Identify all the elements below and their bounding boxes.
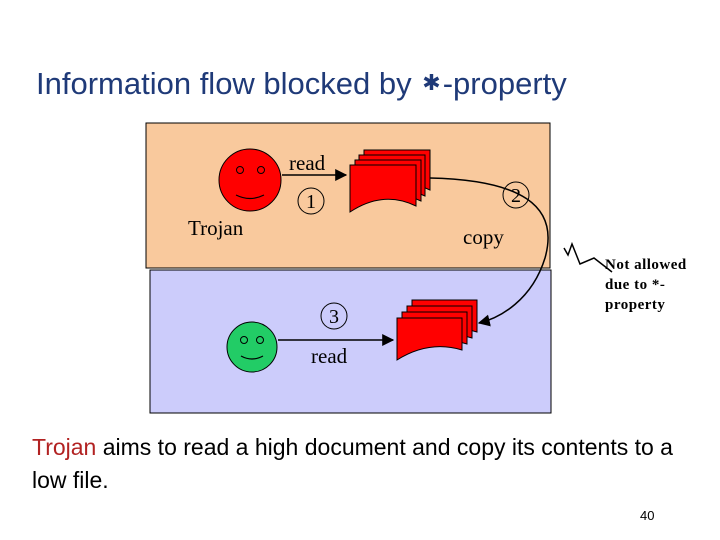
step-1-marker: 1 (297, 187, 325, 215)
slide-caption: Trojan aims to read a high document and … (32, 431, 692, 497)
low-read-label: read (311, 344, 348, 368)
caption-text: aims to read a high document and copy it… (32, 434, 673, 493)
trojan-label: Trojan (188, 216, 244, 240)
low-level-region (149, 269, 552, 414)
low-subject-face-icon (226, 321, 278, 373)
blocked-note: Not allowed due to *-property (605, 257, 687, 313)
page-number: 40 (640, 508, 655, 523)
caption-accent-word: Trojan (32, 434, 97, 460)
step-3-label: 3 (329, 306, 339, 328)
high-read-label: read (289, 151, 326, 175)
blocked-squiggle-icon (563, 241, 613, 273)
copy-arrow (429, 177, 549, 327)
high-document-stack-icon (349, 149, 431, 213)
title-suffix: -property (442, 66, 567, 101)
slide-title: Information flow blocked by ✱-property (36, 66, 567, 102)
low-document-stack-icon (396, 299, 478, 361)
high-level-region (145, 122, 551, 269)
step-1-label: 1 (306, 191, 316, 213)
star-glyph: ✱ (422, 70, 441, 95)
step-2-marker: 2 (502, 181, 530, 209)
step-2-label: 2 (511, 185, 521, 207)
trojan-face-icon (218, 148, 282, 212)
step-3-marker: 3 (320, 302, 348, 330)
copy-label: copy (463, 225, 504, 249)
title-prefix: Information flow blocked by (36, 66, 412, 101)
